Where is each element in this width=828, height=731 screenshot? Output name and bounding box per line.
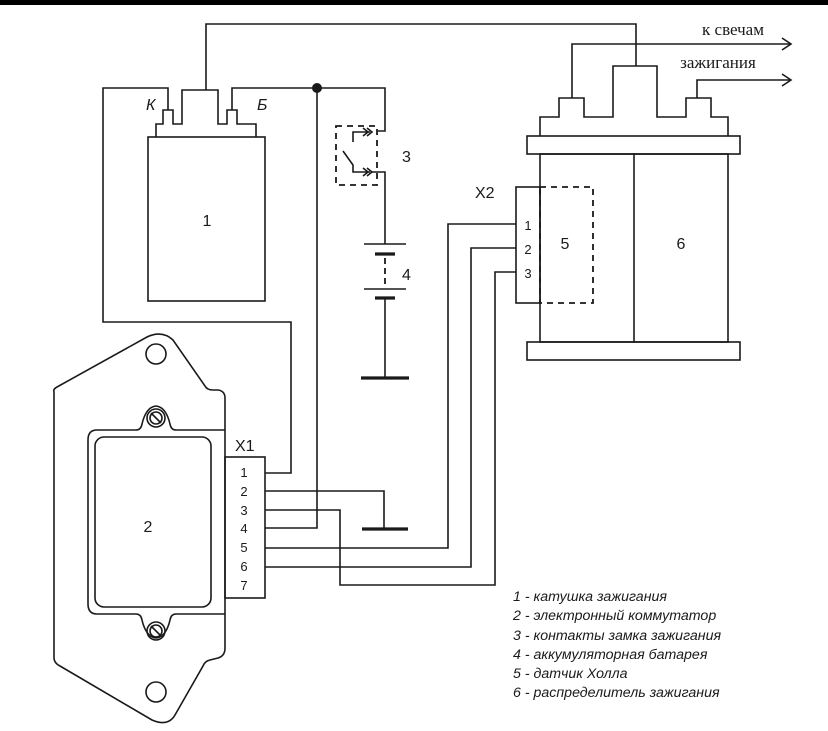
x1-label: X1 [235,438,255,455]
distributor: 6 [526,65,741,361]
wire-x2-pin3-to-x1-pin3 [265,271,516,586]
coil-terminal-k-label: К [146,97,157,114]
ignition-coil: 1 К Б [146,89,267,302]
battery: 4 [361,243,411,380]
x1-pin-4: 4 [240,521,247,536]
distributor-number: 6 [677,236,686,253]
commutator-inner-frame [87,405,225,639]
wire-junction-to-x1-pin4 [265,88,318,529]
legend-item: 2 - электронный коммутатор [513,608,717,625]
screw-top-inner [149,411,163,425]
coil-number: 1 [203,213,212,230]
wire-switch-to-battery [372,171,386,244]
mount-hole-top [145,343,167,365]
coil-terminal-b-label: Б [257,97,267,114]
screw-bottom-inner [149,624,163,638]
wire-coil-b-to-switch [231,87,386,132]
legend-item: 6 - распределитель зажигания [513,685,720,702]
high-voltage-wire [205,23,637,90]
x2-pin-2: 2 [524,242,531,257]
distributor-base-plate [526,341,741,361]
mount-hole-bottom [145,681,167,703]
x1-pin-5: 5 [240,540,247,555]
commutator-housing [53,333,226,724]
screw-bottom-icon [146,621,166,641]
x2-body [515,186,541,304]
spark-plugs-label-line1: к свечам [702,20,764,39]
legend-item: 5 - датчик Холла [513,666,628,683]
x1-pin-7: 7 [240,578,247,593]
wire-x2-pin1-to-x1-pin5 [265,223,516,549]
x1-pin-3: 3 [240,503,247,518]
x1-pin-6: 6 [240,559,247,574]
distributor-cap-terminals [539,65,729,136]
legend-item: 3 - контакты замка зажигания [513,627,722,644]
hall-sensor-number: 5 [561,236,570,253]
commutator-module [94,436,212,608]
ignition-switch-contacts: 3 [335,125,411,186]
switch-number: 3 [402,149,411,166]
x1-pin-2: 2 [240,484,247,499]
switch-contact-lower [342,150,370,173]
wire-x2-pin2-to-x1-pin6 [265,247,516,568]
x1-body [224,456,266,599]
x2-label: X2 [475,185,495,202]
screw-bottom-slot [150,625,162,637]
connector-x1: X1 1 2 3 4 5 6 7 [224,438,266,599]
wire-coil-k-to-x1-pin1 [102,87,292,474]
legend-item: 4 - аккумуляторная батарея [513,646,708,663]
hall-sensor: 5 [539,186,594,304]
coil-terminals [155,89,257,137]
commutator-number: 2 [144,519,153,536]
wire-x1-pin2-to-ground [265,490,385,529]
switch-contact-upper [352,131,370,142]
screw-top-icon [146,408,166,428]
legend: 1 - катушка зажигания 2 - электронный ко… [513,588,721,704]
screw-top-slot [150,412,162,424]
switch-dashed-box [335,125,378,186]
wire-to-spark-plugs-1 [571,43,790,98]
battery-number: 4 [402,267,411,284]
wire-to-spark-plugs-2 [696,79,790,98]
arrow-right-icon [781,37,793,51]
top-border-bar [0,0,828,5]
connector-x2: X2 1 2 3 [475,185,541,304]
coil-body [147,136,266,302]
switch-chevron-upper-icon [362,127,374,137]
legend-item: 1 - катушка зажигания [513,589,667,605]
spark-plugs-label-line2: зажигания [680,53,756,72]
x2-pin-3: 3 [524,266,531,281]
x1-pin-1: 1 [240,465,247,480]
x2-pin-1: 1 [524,218,531,233]
electronic-commutator: 2 [53,333,226,724]
distributor-cap-plate [526,135,741,155]
arrow-right-icon [781,73,793,87]
